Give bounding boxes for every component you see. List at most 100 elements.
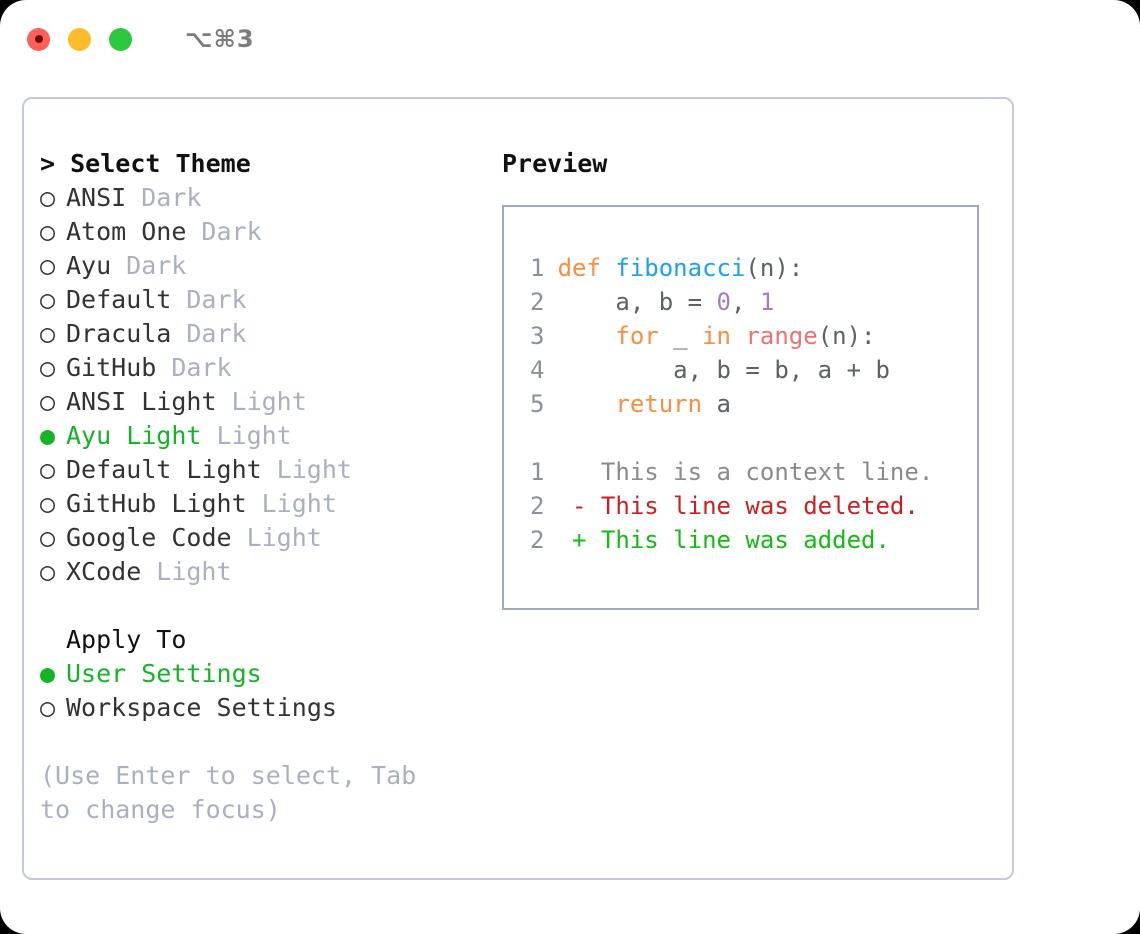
code-token-num: 0 <box>716 288 731 316</box>
line-number: 1 <box>529 458 545 486</box>
radio-unselected-icon: ○ <box>40 387 56 416</box>
diff-line-add: 2 + This line was added. <box>518 523 977 557</box>
apply-to-list: ● User Settings ○ Workspace Settings <box>40 657 492 725</box>
apply-to-option-workspace-settings[interactable]: ○ Workspace Settings <box>40 691 492 725</box>
traffic-light-group <box>27 27 132 51</box>
line-number: 2 <box>529 288 545 316</box>
line-number: 1 <box>529 254 545 282</box>
diff-text: This is a context line. <box>586 458 934 486</box>
code-line: 1 def fibonacci(n): <box>518 251 977 285</box>
theme-option-ansi[interactable]: ○ ANSI Dark <box>40 181 492 215</box>
code-token-plain <box>558 390 616 418</box>
code-token-kw: return <box>615 390 703 418</box>
code-token-plain: a, b = b, a + b <box>557 356 890 384</box>
code-token-plain: (n): <box>817 322 876 350</box>
radio-unselected-icon: ○ <box>40 285 56 314</box>
theme-option-default[interactable]: ○ Default Dark <box>40 283 492 317</box>
radio-unselected-icon: ○ <box>40 693 56 722</box>
theme-variant-badge: Dark <box>141 183 202 212</box>
theme-variant-badge: Dark <box>186 285 247 314</box>
line-number: 2 <box>529 526 545 554</box>
page-title-text: Select Theme <box>70 149 251 178</box>
theme-variant-badge: Dark <box>186 319 247 348</box>
maximize-button[interactable] <box>109 27 132 51</box>
theme-variant-badge: Light <box>216 421 292 450</box>
apply-to-option-label: User Settings <box>66 659 262 688</box>
code-line: 4 a, b = b, a + b <box>518 353 977 387</box>
apply-to-option-user-settings[interactable]: ● User Settings <box>40 657 492 691</box>
theme-option-label: Default Light <box>66 455 262 484</box>
theme-variant-badge: Light <box>246 523 322 552</box>
theme-option-google-code[interactable]: ○ Google Code Light <box>40 521 492 555</box>
line-number: 5 <box>529 390 545 418</box>
theme-option-label: Google Code <box>66 523 232 552</box>
diff-text: This line was added. <box>586 526 890 554</box>
theme-variant-badge: Light <box>156 557 232 586</box>
code-token-plain: , <box>730 288 760 316</box>
theme-variant-badge: Light <box>231 387 307 416</box>
radio-unselected-icon: ○ <box>40 489 56 518</box>
theme-option-default-light[interactable]: ○ Default Light Light <box>40 453 492 487</box>
caret-marker: > <box>40 149 56 178</box>
code-token-plain: (n): <box>745 254 804 282</box>
close-button[interactable] <box>27 27 50 51</box>
theme-option-ayu-light[interactable]: ● Ayu Light Light <box>40 419 492 453</box>
code-line: 3 for _ in range(n): <box>518 319 977 353</box>
theme-option-label: ANSI <box>66 183 127 212</box>
code-token-plain: a, b = <box>557 288 717 316</box>
diff-sign: - <box>557 492 587 520</box>
radio-unselected-icon: ○ <box>40 523 56 552</box>
theme-variant-badge: Light <box>261 489 337 518</box>
code-token-kw: def <box>557 254 616 282</box>
theme-option-atom-one[interactable]: ○ Atom One Dark <box>40 215 492 249</box>
theme-option-label: GitHub Light <box>66 489 247 518</box>
radio-unselected-icon: ○ <box>40 455 56 484</box>
theme-option-label: GitHub <box>66 353 157 382</box>
theme-option-label: Default <box>66 285 172 314</box>
theme-option-label: Atom One <box>66 217 187 246</box>
page-title: > Select Theme <box>40 147 492 181</box>
keyboard-shortcut-label: ⌥⌘3 <box>185 25 255 53</box>
theme-option-xcode[interactable]: ○ XCode Light <box>40 555 492 589</box>
radio-unselected-icon: ○ <box>40 319 56 348</box>
code-token-kw: for <box>615 322 659 350</box>
code-line: 5 return a <box>518 387 977 421</box>
theme-variant-badge: Light <box>276 455 352 484</box>
radio-unselected-icon: ○ <box>40 353 56 382</box>
code-token-plain: a <box>702 390 731 418</box>
diff-sign: + <box>557 526 587 554</box>
keyboard-hint: (Use Enter to select, Tab to change focu… <box>40 761 432 824</box>
diff-line-ctx: 1 This is a context line. <box>518 455 977 489</box>
minimize-button[interactable] <box>68 27 91 51</box>
diff-line-del: 2 - This line was deleted. <box>518 489 977 523</box>
theme-option-github-light[interactable]: ○ GitHub Light Light <box>40 487 492 521</box>
diff-sign <box>558 458 587 486</box>
preview-spacer <box>518 421 977 455</box>
code-token-num: 1 <box>759 288 775 316</box>
code-token-call: range <box>745 322 818 350</box>
theme-option-label: XCode <box>66 557 142 586</box>
apply-to-option-label: Workspace Settings <box>66 693 337 722</box>
line-number: 3 <box>529 322 545 350</box>
theme-variant-badge: Dark <box>201 217 262 246</box>
diff-sample: 1 This is a context line.2 - This line w… <box>518 455 977 557</box>
radio-unselected-icon: ○ <box>40 183 56 212</box>
radio-selected-icon: ● <box>40 659 56 688</box>
radio-selected-icon: ● <box>40 421 56 450</box>
radio-unselected-icon: ○ <box>40 557 56 586</box>
theme-option-label: Ayu Light <box>66 421 202 450</box>
code-token-plain <box>558 322 616 350</box>
line-number: 2 <box>529 492 545 520</box>
radio-unselected-icon: ○ <box>40 217 56 246</box>
code-token-fn: fibonacci <box>615 254 746 282</box>
